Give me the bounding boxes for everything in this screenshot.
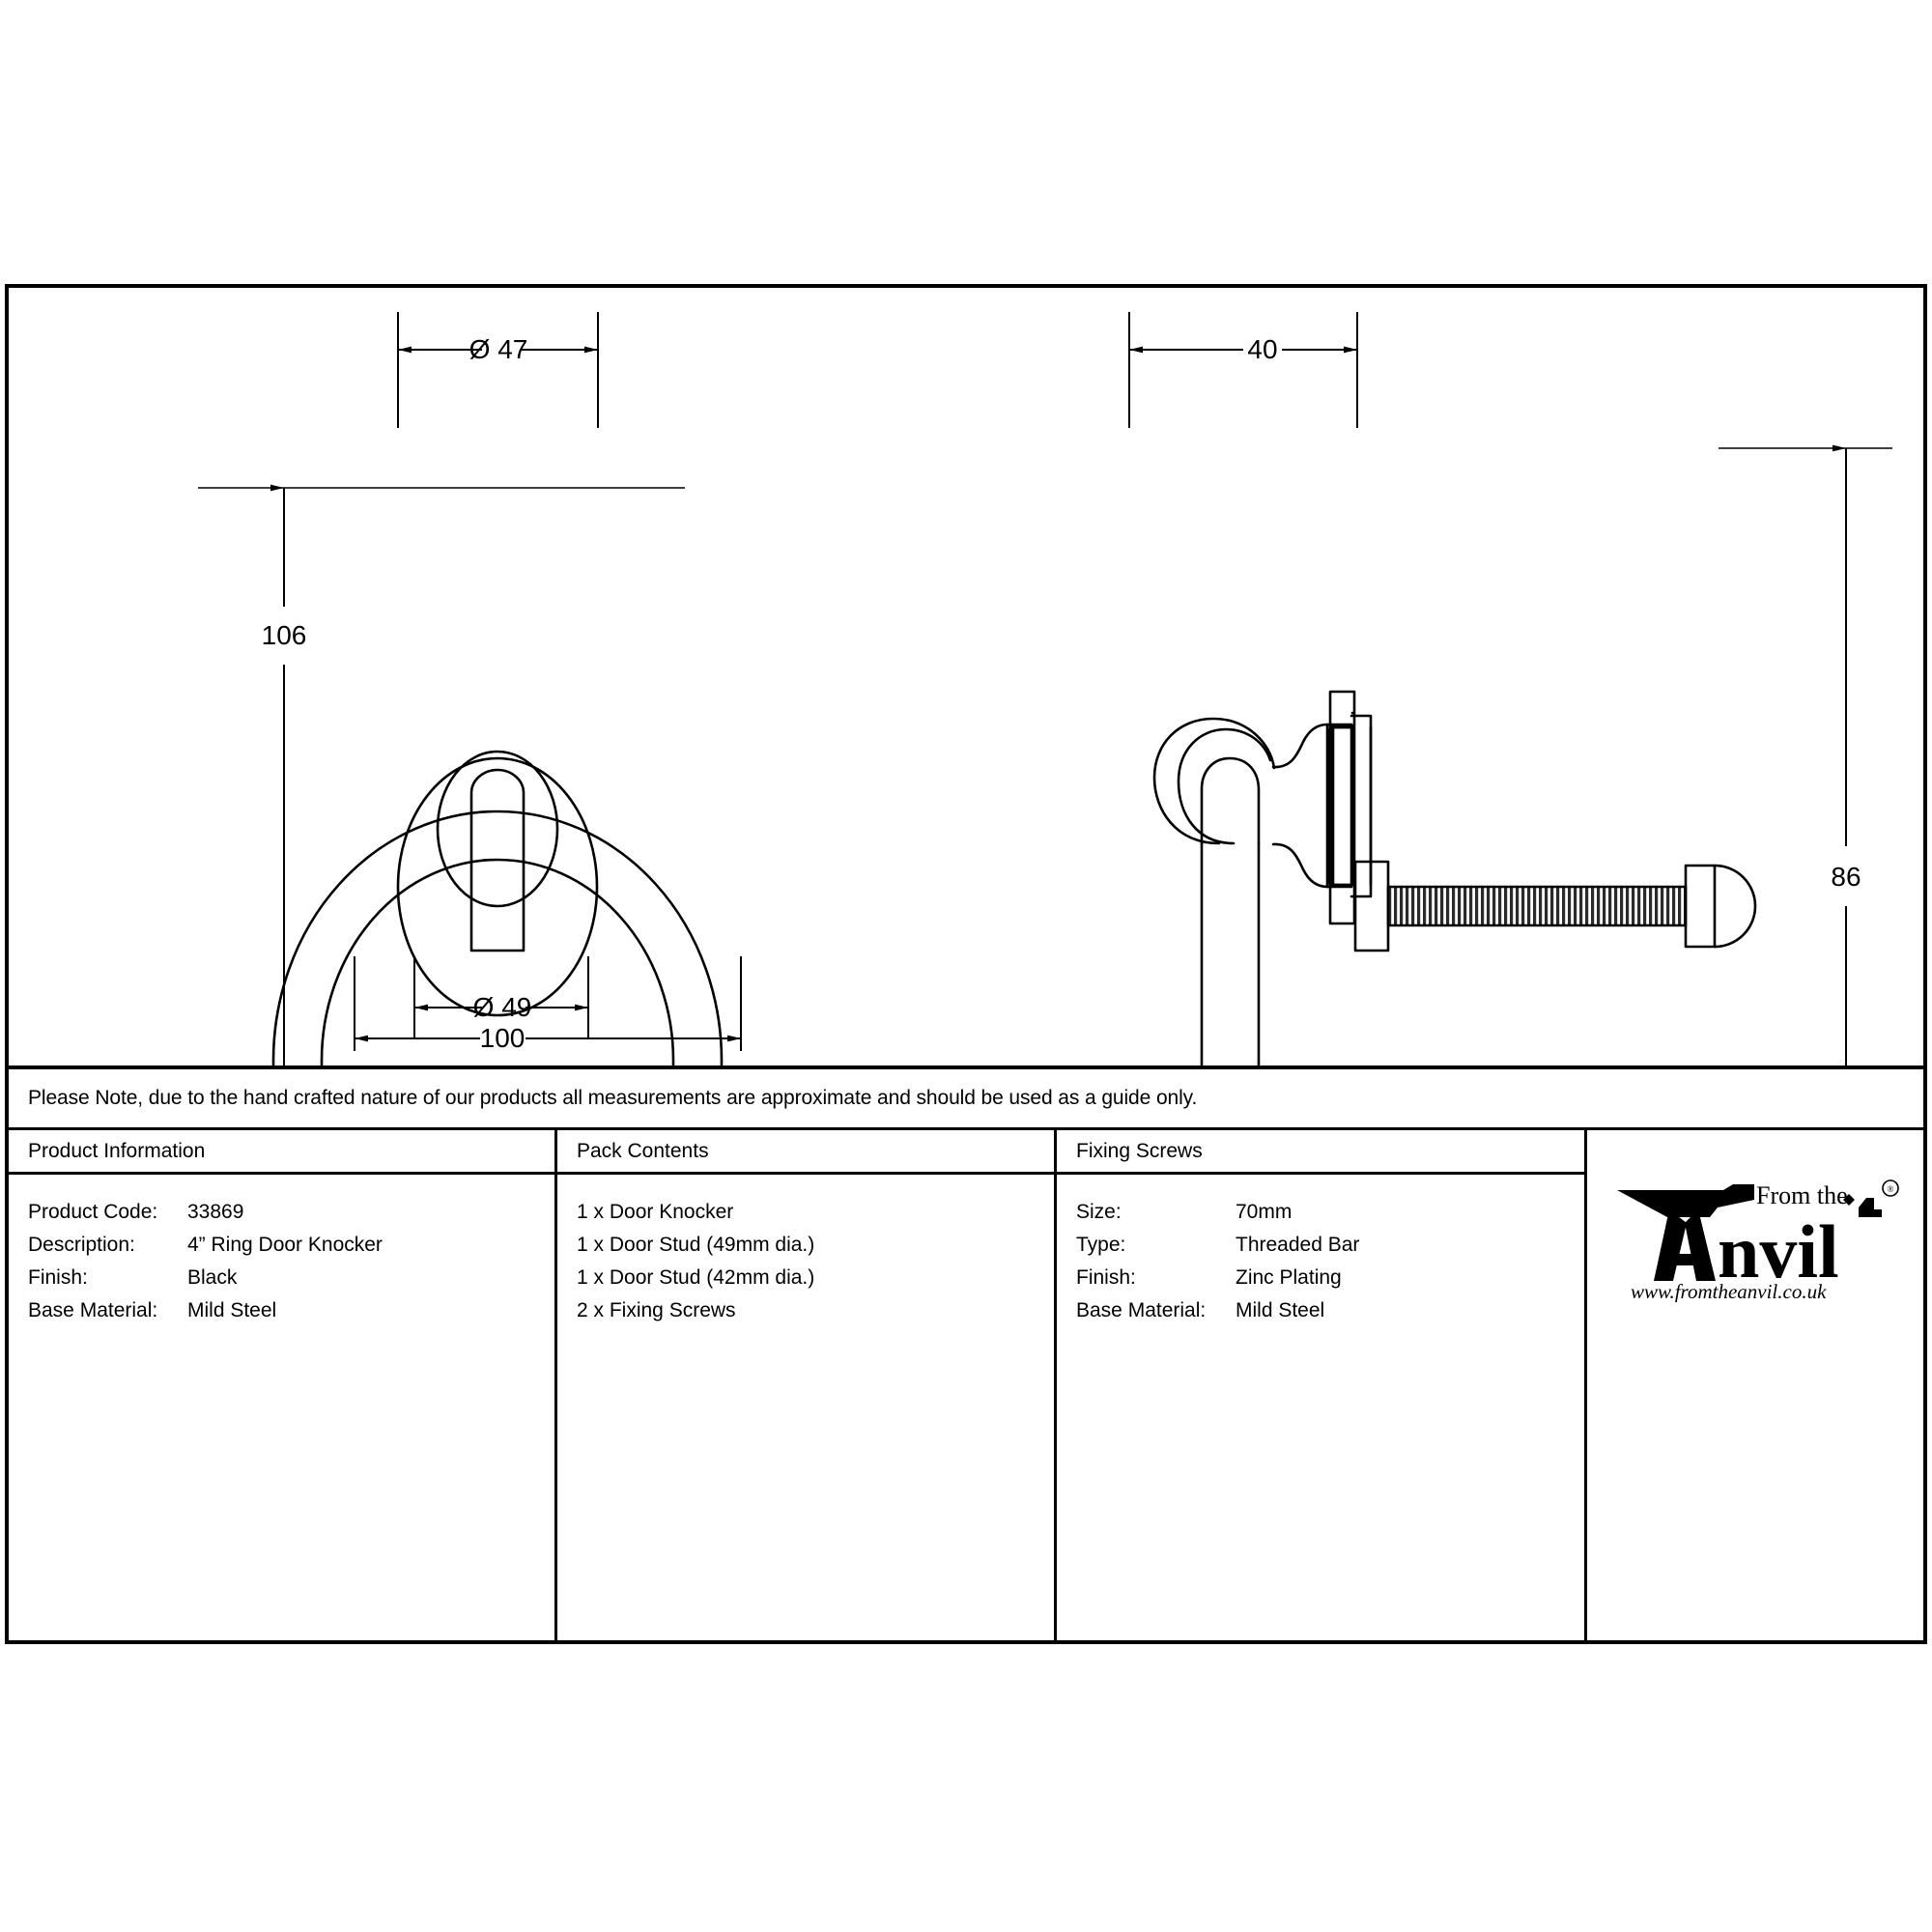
list-item: 1 x Door Knocker <box>577 1201 734 1223</box>
pack-contents-column: Pack Contents 1 x Door Knocker 1 x Door … <box>557 1130 1057 1640</box>
pack-contents-header: Pack Contents <box>557 1130 1054 1175</box>
table-row: Finish: Zinc Plating <box>1076 1262 1584 1294</box>
dim-label-dia-49: Ø 49 <box>473 992 532 1022</box>
list-item: 1 x Door Stud (42mm dia.) <box>577 1266 815 1289</box>
screw-type-value: Threaded Bar <box>1236 1234 1360 1256</box>
dim-label-100: 100 <box>480 1023 526 1053</box>
product-info-table: Product Information Product Code: 33869 … <box>9 1127 1923 1640</box>
anvil-icon <box>1616 1184 1754 1217</box>
product-code-key: Product Code: <box>28 1201 158 1223</box>
list-item: 1 x Door Stud (49mm dia.) <box>577 1234 815 1256</box>
product-code-value: 33869 <box>187 1201 244 1223</box>
dim-label-dia-47: Ø 47 <box>469 334 528 364</box>
table-row: Base Material: Mild Steel <box>1076 1294 1584 1327</box>
list-item: 2 x Fixing Screws <box>577 1299 736 1321</box>
measurement-note-strip: Please Note, due to the hand crafted nat… <box>9 1065 1923 1127</box>
fixing-screws-body: Size: 70mm Type: Threaded Bar Finish: Zi… <box>1057 1175 1584 1327</box>
finish-value: Black <box>187 1266 238 1289</box>
product-information-body: Product Code: 33869 Description: 4” Ring… <box>9 1175 554 1327</box>
base-material-value: Mild Steel <box>187 1299 277 1321</box>
base-material-key: Base Material: <box>28 1299 158 1321</box>
screw-finish-key: Finish: <box>1076 1266 1136 1289</box>
screw-size-value: 70mm <box>1236 1201 1293 1223</box>
side-view-geometry <box>1152 690 1757 1065</box>
logo-registered-mark: ® <box>1887 1184 1893 1194</box>
screw-base-material-key: Base Material: <box>1076 1299 1207 1321</box>
table-row: Size: 70mm <box>1076 1196 1584 1229</box>
table-row: Product Code: 33869 <box>28 1196 554 1229</box>
product-information-header: Product Information <box>9 1130 554 1175</box>
front-view-geometry <box>271 750 724 1065</box>
finish-key: Finish: <box>28 1266 88 1289</box>
screw-finish-value: Zinc Plating <box>1236 1266 1342 1289</box>
pack-contents-body: 1 x Door Knocker 1 x Door Stud (49mm dia… <box>557 1175 1054 1327</box>
table-row: Finish: Black <box>28 1262 554 1294</box>
from-the-anvil-logo: From the ® nvil www.fromtheanvil.co.uk <box>1587 1130 1920 1643</box>
diamond-icon <box>1842 1194 1855 1206</box>
dimension-lines <box>198 312 1892 1065</box>
product-information-column: Product Information Product Code: 33869 … <box>9 1130 557 1640</box>
logo-from-the-text: From the <box>1756 1181 1848 1209</box>
dim-label-40: 40 <box>1247 334 1277 364</box>
brand-logo-column: From the ® nvil www.fromtheanvil.co.uk <box>1587 1130 1920 1640</box>
dim-label-86: 86 <box>1831 862 1861 892</box>
description-value: 4” Ring Door Knocker <box>187 1234 383 1256</box>
technical-drawing-sheet: Ø 47 106 Ø 49 100 40 86 12 Please Note, … <box>5 284 1927 1644</box>
fixing-screws-column: Fixing Screws Size: 70mm Type: Threaded … <box>1057 1130 1587 1640</box>
logo-wordmark-anvil: nvil <box>1718 1209 1839 1293</box>
dim-label-106: 106 <box>262 620 307 650</box>
description-key: Description: <box>28 1234 135 1256</box>
measurement-note-text: Please Note, due to the hand crafted nat… <box>28 1087 1198 1109</box>
screw-type-key: Type: <box>1076 1234 1126 1256</box>
drawing-area: Ø 47 106 Ø 49 100 40 86 12 <box>9 288 1923 1065</box>
screw-base-material-value: Mild Steel <box>1236 1299 1325 1321</box>
table-row: Type: Threaded Bar <box>1076 1229 1584 1262</box>
table-row: Base Material: Mild Steel <box>28 1294 554 1327</box>
fixing-screws-header: Fixing Screws <box>1057 1130 1584 1175</box>
screw-size-key: Size: <box>1076 1201 1122 1223</box>
table-row: Description: 4” Ring Door Knocker <box>28 1229 554 1262</box>
logo-url-text: www.fromtheanvil.co.uk <box>1631 1280 1827 1302</box>
